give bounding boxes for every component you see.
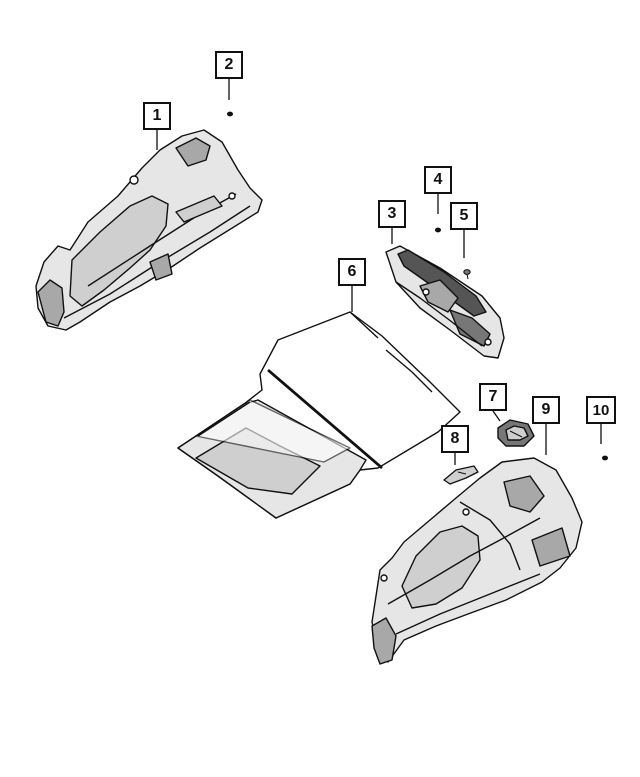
callout-10[interactable]: 10 bbox=[586, 396, 616, 424]
part-5-push-pin bbox=[463, 269, 471, 280]
leader-lines bbox=[156, 79, 602, 465]
callout-9[interactable]: 9 bbox=[532, 396, 560, 424]
part-10-fastener bbox=[602, 455, 608, 461]
part-8-clip bbox=[443, 465, 479, 485]
callout-1[interactable]: 1 bbox=[143, 102, 171, 130]
part-9-right-quarter-trim bbox=[371, 457, 583, 665]
leader-line-7 bbox=[492, 410, 501, 422]
part-4-fastener bbox=[435, 227, 441, 233]
callout-8[interactable]: 8 bbox=[441, 425, 469, 453]
callout-6[interactable]: 6 bbox=[338, 258, 366, 286]
part-6-trunk-floor-mat bbox=[177, 311, 461, 519]
part-2-fastener bbox=[227, 111, 233, 117]
part-3-rear-shelf-trim bbox=[385, 245, 505, 359]
callout-7[interactable]: 7 bbox=[479, 383, 507, 411]
callout-2[interactable]: 2 bbox=[215, 51, 243, 79]
callout-5[interactable]: 5 bbox=[450, 202, 478, 230]
part-1-left-quarter-trim bbox=[35, 129, 263, 331]
callout-4[interactable]: 4 bbox=[424, 166, 452, 194]
part-7-cargo-hook bbox=[497, 419, 535, 447]
callout-3[interactable]: 3 bbox=[378, 200, 406, 228]
